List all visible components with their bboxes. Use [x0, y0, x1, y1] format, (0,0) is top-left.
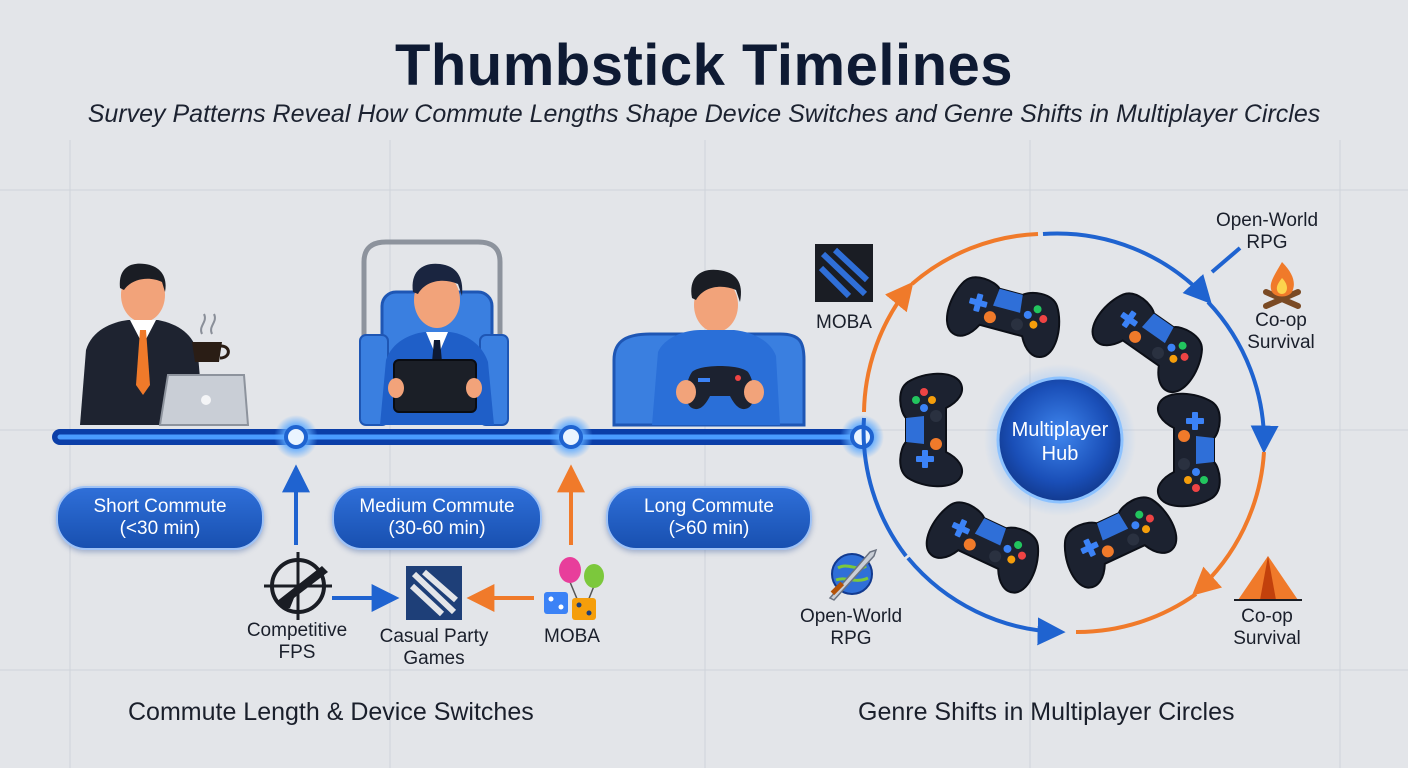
- genre-casual-party: Casual Party Games: [379, 626, 489, 669]
- gamepad-icon: [1156, 392, 1221, 508]
- genre-coop-survival-bottom: Co-op Survival: [1233, 606, 1301, 649]
- gamepad-icon: [676, 366, 764, 410]
- hub-label: Multiplayer Hub: [1011, 419, 1109, 465]
- short-commute-range: (<30 min): [119, 518, 201, 539]
- genre-moba-right: MOBA: [816, 312, 872, 333]
- short-commute-title: Short Commute: [93, 496, 227, 517]
- genre-cycle-ring: [861, 231, 1279, 646]
- gamepad-icon: [941, 270, 1069, 362]
- gamepad-icon: [919, 493, 1050, 599]
- commute-timeline: [52, 415, 884, 459]
- gamepad-icon: [899, 372, 964, 488]
- page-title: Thumbstick Timelines: [394, 33, 1014, 98]
- caption-genre-section: Genre Shifts in Multiplayer Circles: [858, 698, 1235, 726]
- tent-icon: [1234, 556, 1302, 601]
- multiplayer-hub[interactable]: [984, 364, 1136, 516]
- moba-logo-icon: [406, 566, 462, 620]
- commuter-short-figure: [80, 263, 250, 426]
- long-commute-title: Long Commute: [644, 496, 774, 517]
- sword-globe-icon: [828, 548, 878, 601]
- timeline-node-medium: [549, 415, 593, 459]
- campfire-icon: [1263, 262, 1301, 309]
- genre-moba-left: MOBA: [544, 626, 600, 647]
- genre-competitive-fps: Competitive FPS: [246, 620, 348, 663]
- commuter-long-figure: [612, 269, 806, 427]
- moba-logo-icon: [815, 244, 873, 302]
- medium-commute-range: (30-60 min): [388, 518, 486, 539]
- crosshair-rifle-icon: [264, 552, 332, 620]
- commuter-medium-figure: [359, 239, 509, 426]
- medium-commute-label: Medium Commute (30-60 min): [332, 486, 542, 550]
- short-commute-label: Short Commute (<30 min): [56, 486, 264, 550]
- dice-balloons-icon: [544, 557, 604, 620]
- medium-commute-title: Medium Commute: [359, 496, 515, 517]
- caption-commute-section: Commute Length & Device Switches: [128, 698, 534, 726]
- laptop-icon: [158, 374, 250, 426]
- page-subtitle: Survey Patterns Reveal How Commute Lengt…: [87, 100, 1321, 128]
- genre-open-world-rpg-top: Open-World RPG: [1215, 210, 1319, 253]
- coffee-cup-icon: [192, 313, 230, 362]
- long-commute-label: Long Commute (>60 min): [606, 486, 812, 550]
- genre-coop-survival-top: Co-op Survival: [1247, 310, 1315, 353]
- long-commute-range: (>60 min): [668, 518, 750, 539]
- genre-open-world-rpg-bottom: Open-World RPG: [799, 606, 903, 649]
- timeline-node-short: [274, 415, 318, 459]
- tablet-icon: [388, 359, 482, 413]
